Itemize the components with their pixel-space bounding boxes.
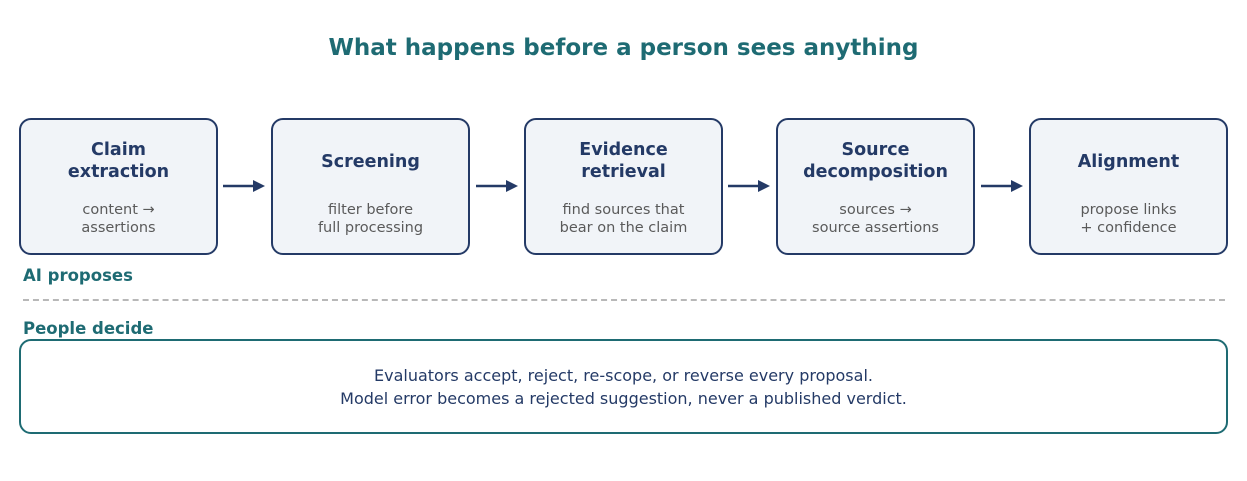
- arrow-right-icon: [728, 180, 770, 192]
- step-claim-extraction: Claim extraction content → assertions: [19, 118, 218, 255]
- step-description: find sources that bear on the claim: [559, 202, 688, 236]
- decision-text-line: Evaluators accept, reject, re-scope, or …: [374, 366, 873, 385]
- arrow-right-icon: [476, 180, 518, 192]
- step-title: Alignment: [1077, 152, 1180, 172]
- step-title: Claim extraction: [67, 140, 170, 182]
- step-description: filter before full processing: [317, 202, 424, 236]
- lane-divider: [23, 299, 1225, 301]
- lane-label-people: People decide: [23, 319, 154, 338]
- step-description: sources → source assertions: [812, 202, 939, 236]
- step-evidence-retrieval: Evidence retrieval find sources that bea…: [524, 118, 723, 255]
- step-description: propose links + confidence: [1080, 202, 1177, 236]
- arrow-right-icon: [223, 180, 265, 192]
- diagram-title: What happens before a person sees anythi…: [328, 35, 919, 61]
- decision-text-line: Model error becomes a rejected suggestio…: [340, 389, 907, 408]
- step-title: Source decomposition: [803, 140, 948, 182]
- step-alignment: Alignment propose links + confidence: [1029, 118, 1228, 255]
- decision-box: Evaluators accept, reject, re-scope, or …: [19, 339, 1228, 434]
- lane-label-ai: AI proposes: [23, 266, 133, 285]
- step-screening: Screening filter before full processing: [271, 118, 470, 255]
- step-description: content → assertions: [81, 202, 156, 236]
- step-title: Evidence retrieval: [579, 140, 668, 182]
- arrow-right-icon: [981, 180, 1023, 192]
- step-title: Screening: [321, 152, 420, 172]
- step-source-decomposition: Source decomposition sources → source as…: [776, 118, 975, 255]
